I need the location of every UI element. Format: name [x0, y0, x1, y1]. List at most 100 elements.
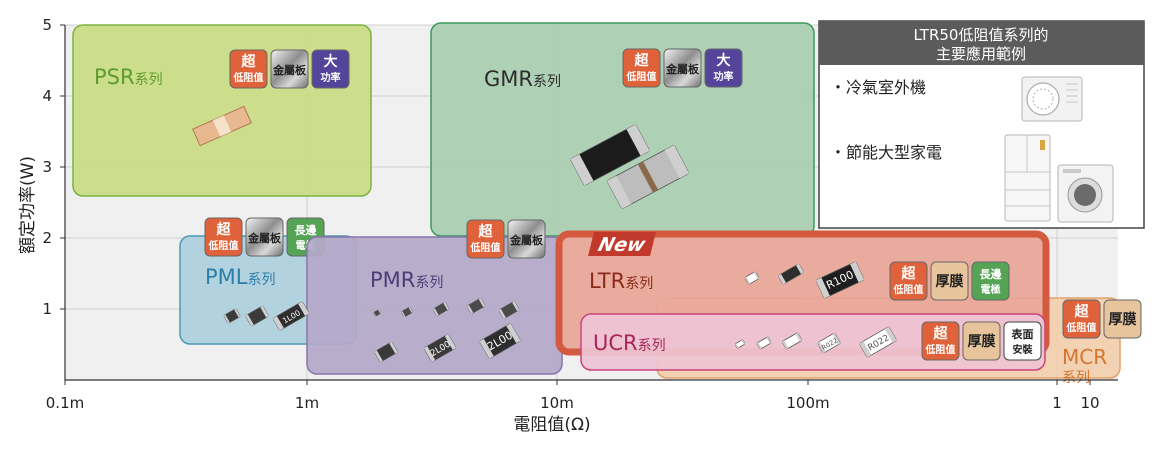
zone-ltr-new-tag-bg	[588, 232, 656, 256]
pml-chip-small-terminal-left	[223, 314, 230, 324]
pml-chip-large-terminal-right	[298, 301, 310, 316]
pml-chip-large-body	[272, 301, 310, 331]
pml-chip-medium	[245, 305, 269, 327]
ltr-chip-large-body	[815, 261, 865, 299]
ltr-badge-0-line-2: 低阻值	[893, 283, 924, 296]
ltr-badge-2-line-1: 長邊	[980, 267, 1003, 281]
mcr-badge-1-label: 厚膜	[1109, 311, 1137, 328]
pmr-chip-3-terminal-left	[432, 308, 439, 316]
ucr-badge-1-label: 厚膜	[968, 333, 996, 350]
ucr-chip-3-terminal-left	[781, 340, 789, 350]
ltr-chip-medium-terminal-left	[778, 273, 787, 285]
pmr-chip-4-terminal-left	[466, 304, 474, 314]
psr-resistor-center	[212, 115, 232, 137]
washing-machine-icon	[1057, 164, 1114, 223]
pmr-chip-8-terminal-right	[506, 323, 521, 344]
zone-psr-name: PSR	[94, 65, 135, 89]
y-tick-label-2: 2	[42, 229, 52, 247]
y-tick-label-4: 4	[42, 87, 52, 105]
zone-ltr-suffix: 系列	[625, 276, 653, 292]
pmr-chip-2-body	[401, 307, 413, 317]
y-tick-label-3: 3	[42, 158, 52, 176]
gmr-badge-1-bg	[663, 48, 702, 88]
ltr-badge-0-line-1: 超	[901, 265, 917, 282]
pmr-chip-1-body	[373, 309, 381, 317]
pmr-chip-2	[401, 306, 413, 318]
psr-badge-2-line-1: 大	[324, 53, 338, 70]
gmr-badge-2-bg	[704, 48, 743, 88]
zone-psr-title: PSR系列	[94, 65, 163, 89]
pml-badge-0-line-1: 超	[216, 221, 232, 238]
zone-pmr-title: PMR系列	[370, 268, 443, 292]
pmr-chip-3	[432, 302, 450, 316]
ucr-chip-2	[756, 336, 772, 350]
zone-gmr-name: GMR	[484, 67, 533, 91]
ucr-badge-0-line-1: 超	[933, 325, 949, 342]
ltr-chip-medium	[778, 263, 804, 285]
psr-badge-1-bg	[270, 49, 309, 89]
pml-badge-1-bg	[245, 217, 284, 257]
ucr-badge-2-line-1: 表面	[1011, 327, 1034, 341]
pml-chip-medium-terminal-right	[260, 305, 269, 318]
ltr-chip-medium-terminal-right	[795, 263, 804, 275]
ltr-chip-small-terminal-left	[744, 276, 751, 285]
gmr-resistor-grey-terminal-left	[606, 175, 632, 209]
y-tick-label-1: 1	[42, 300, 52, 318]
zone-pml-title: PML系列	[205, 265, 275, 289]
application-panel: LTR50低阻值系列的 主要應用範例 ・冷氣室外機 ・節能大型家電	[818, 20, 1145, 229]
pmr-chip-4	[466, 298, 486, 314]
ltr-badge-1-bg	[930, 261, 969, 301]
x-tick-label-4: 1	[1052, 394, 1062, 412]
pml-badge-2-line-1: 長邊	[295, 223, 318, 237]
ucr-chip-3-terminal-right	[795, 332, 803, 342]
pml-chip-large: 1L00	[272, 301, 310, 331]
pmr-badge-1-label: 金屬板	[509, 233, 544, 247]
psr-badge-2-line-2: 功率	[321, 71, 341, 84]
ltr-chip-small	[744, 271, 760, 285]
application-item-air-conditioner: ・冷氣室外機	[830, 78, 926, 97]
ucr-chip-1	[734, 339, 746, 349]
ucr-chip-1-terminal-right	[741, 339, 746, 345]
mcr-badge-1: 厚膜	[1103, 299, 1142, 339]
gmr-badge-1-label: 金屬板	[665, 62, 700, 76]
ltr-chip-large-terminal-left	[815, 277, 830, 299]
pmr-chip-4-terminal-right	[478, 298, 486, 308]
gmr-badge-2-line-2: 功率	[714, 70, 734, 83]
gmr-resistor-black-body	[570, 124, 650, 186]
ucr-chip-1-terminal-left	[734, 343, 739, 349]
application-item-appliances: ・節能大型家電	[830, 143, 942, 162]
mcr-badge-1-bg	[1103, 299, 1142, 339]
pmr-chip-1-terminal-right	[378, 309, 382, 314]
pmr-badge-0-line-1: 超	[478, 223, 494, 240]
pmr-chip-6-terminal-left	[374, 350, 383, 363]
gmr-badge-1: 金屬板	[663, 48, 702, 88]
pml-chip-medium-terminal-left	[245, 314, 254, 327]
ucr-chip-5-terminal-left	[859, 341, 872, 358]
ucr-badge-0-bg	[921, 321, 960, 361]
pml-chip-small	[223, 308, 241, 324]
x-tick-label-2: 10m	[540, 394, 574, 412]
x-axis-label: 電阻值(Ω)	[513, 415, 590, 435]
pmr-chip-7-terminal-right	[444, 334, 457, 350]
ucr-chip-4-terminal-left	[817, 341, 826, 354]
gmr-resistor-black	[570, 124, 650, 186]
pmr-chip-6	[374, 341, 398, 363]
gmr-badge-0-line-2: 低阻值	[626, 70, 657, 83]
zone-ucr-name: UCR	[593, 331, 638, 355]
pmr-badge-0-line-2: 低阻值	[470, 241, 501, 254]
gmr-badge-0-line-1: 超	[634, 52, 650, 69]
